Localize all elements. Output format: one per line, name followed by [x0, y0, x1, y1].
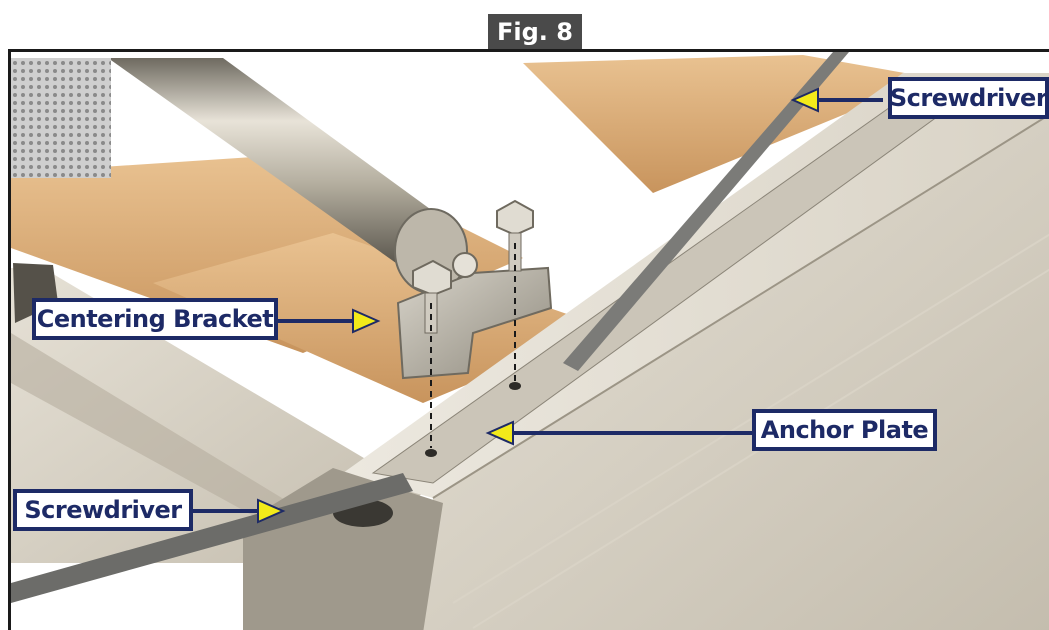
right-rail-side [423, 114, 1049, 630]
screwdriver-top-arrow [790, 87, 819, 113]
screwdriver-top-shape [563, 52, 849, 371]
bolt-right [496, 199, 534, 272]
callout-screwdriver-top: Screwdriver [888, 77, 1049, 119]
callout-anchor-plate: Anchor Plate [752, 409, 937, 451]
wood-slat-top [523, 55, 933, 193]
motor-tube [108, 58, 463, 268]
callout-centering-bracket: Centering Bracket [32, 298, 278, 340]
screwdriver-bottom-shape [11, 473, 413, 603]
bed-frame-illustration [11, 52, 1049, 630]
screwdriver-bottom-arrow [257, 498, 286, 524]
centering-bracket-arrow [352, 308, 381, 334]
anchor-plate-arrow [485, 420, 514, 446]
figure-label: Fig. 8 [488, 14, 582, 50]
callout-screwdriver-bottom: Screwdriver [13, 489, 193, 531]
bolt-left [412, 259, 452, 334]
illustration-frame [8, 49, 1049, 630]
